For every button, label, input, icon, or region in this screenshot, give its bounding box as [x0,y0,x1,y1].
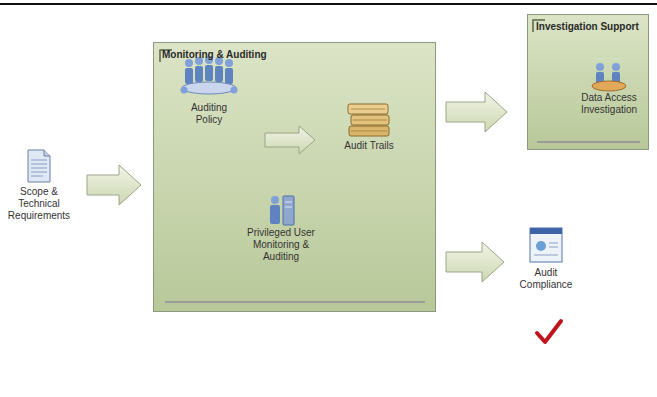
block-arrow [446,92,507,132]
investigation-panel-fill [537,141,640,143]
document-icon [31,164,47,165]
audit-trails-icon [353,120,387,121]
document-icon [44,150,50,156]
document-icon [31,176,43,177]
compliance-window-icon [536,241,546,251]
compliance-window-icon [530,228,562,262]
node-label: Scope & Technical Requirements [3,186,75,222]
meeting-icon [185,68,193,84]
investigation-panel-fill [528,15,648,149]
document-icon [31,160,47,161]
monitoring-panel-fill [165,301,425,303]
document-icon [31,168,47,169]
block-arrow [87,165,141,205]
investigation-icon [612,63,620,71]
audit-trails-icon [351,109,385,110]
compliance-node: Audit Compliance [508,222,584,291]
privileged-user-icon [271,196,279,204]
audit-trails-icon [351,131,387,132]
privileged-user-icon [270,205,280,224]
policy-node: Auditing Policy [178,52,240,126]
panel-title: Investigation Support [536,21,640,33]
meeting-icon [182,82,236,94]
meeting-icon [181,56,238,94]
audit-trails-icon [349,126,389,136]
requirements-node: Scope & Technical Requirements [3,146,75,222]
check-mark [537,321,561,342]
monitoring-panel-fill [154,43,435,311]
investigation-icon [592,63,626,91]
investigation-icon [596,63,604,71]
audit-trails-icon [351,115,389,125]
compliance-window-icon [530,228,562,262]
audit-trails-icon [348,104,389,136]
check-mark [537,321,561,342]
meeting-icon [205,65,213,81]
meeting-icon [225,59,233,67]
panel-title: Monitoring & Auditing [162,49,427,61]
top-rule [0,3,657,5]
node-label: Privileged User Monitoring & Auditing [245,227,317,263]
privileged-user-icon [283,196,294,225]
meeting-icon [225,68,233,84]
node-label: Audit Trails [343,140,395,152]
meeting-icon [215,66,223,82]
document-icon [31,172,47,173]
meeting-icon [181,87,188,94]
document-icon [28,150,50,182]
block-arrow [446,242,504,282]
privileged-user-icon [285,207,292,208]
monitoring-panel: Monitoring & AuditingAuditing PolicyAudi… [153,42,436,312]
privileged-user-icon [285,202,292,203]
node-label: Data Access Investigation [575,92,643,116]
compliance-window-icon [549,247,558,248]
investigation-panel-fill [528,15,648,149]
compliance-window-icon [534,255,558,256]
privileged-user-icon [270,196,294,225]
audit-trails-node: Audit Trails [343,95,395,152]
meeting-icon [195,66,203,82]
node-label: Auditing Policy [178,102,240,126]
meeting-icon [185,59,193,67]
node-label: Audit Compliance [508,267,584,291]
compliance-window-icon [549,243,558,244]
block-arrow [265,126,315,154]
privileged-user-node: Privileged User Monitoring & Auditing [245,190,317,263]
top-rule [0,4,657,5]
document-icon [28,150,50,182]
investigation-node: Data Access Investigation [575,58,643,116]
compliance-window-icon [530,228,562,234]
investigation-icon [592,81,626,91]
investigation-panel: Investigation SupportData Access Investi… [527,14,649,150]
meeting-icon [231,87,238,94]
audit-trails-icon [348,104,388,114]
monitoring-panel-fill [154,43,435,311]
